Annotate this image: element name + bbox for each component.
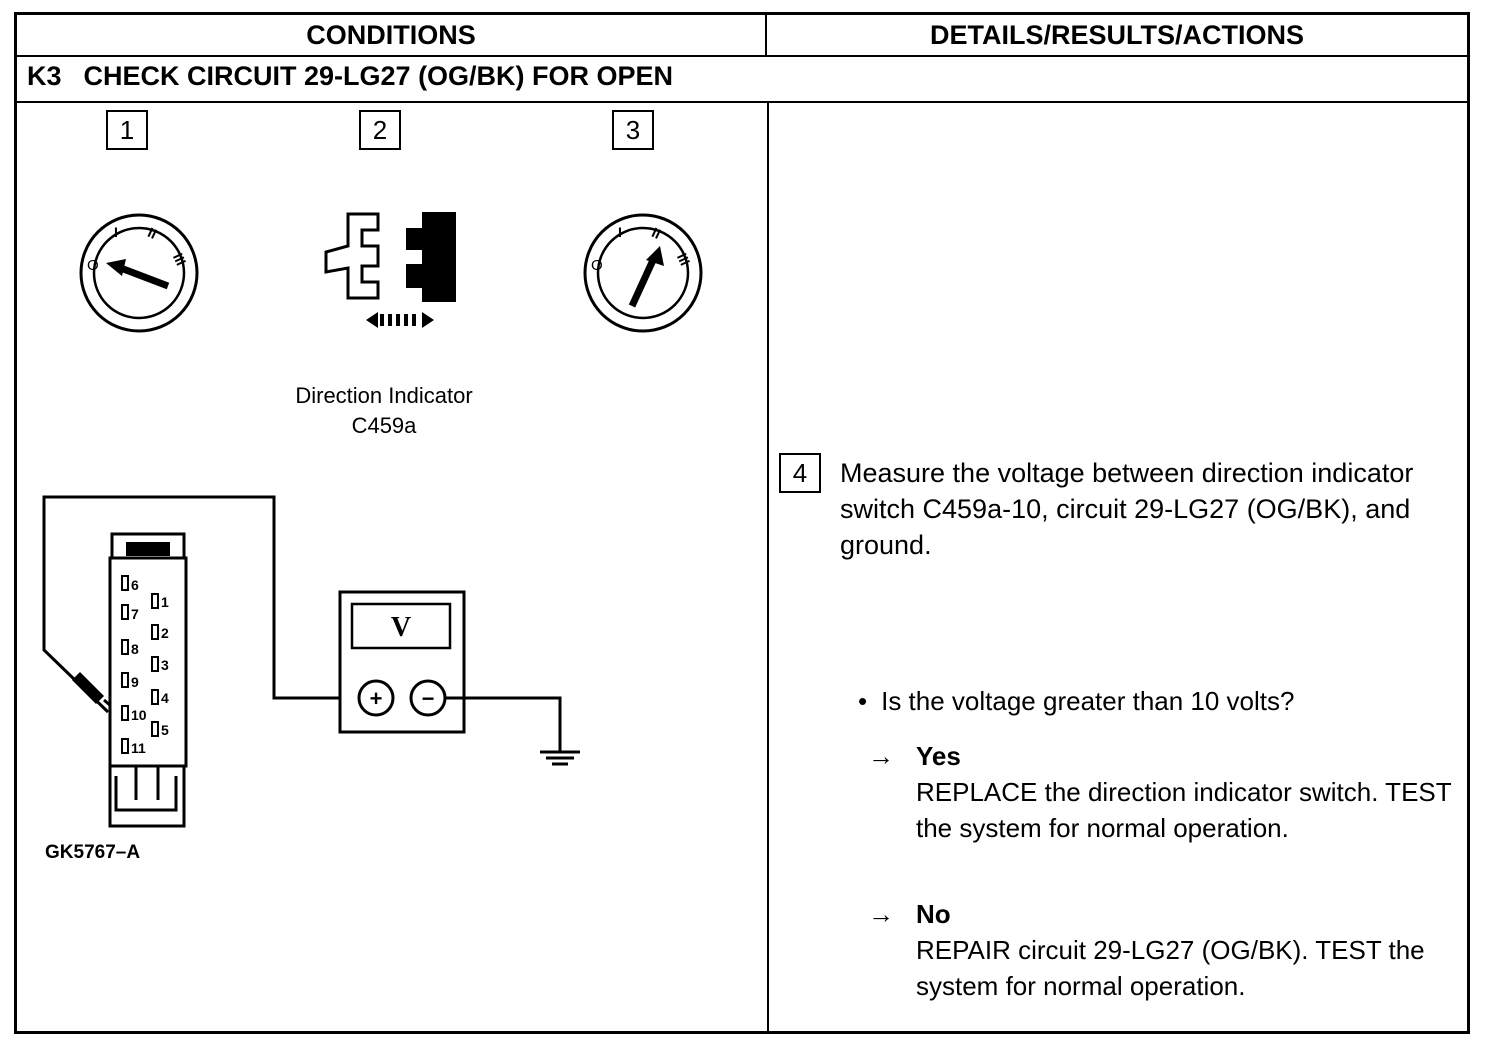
pin-label-3: 3	[161, 657, 169, 673]
ignition-switch-run-icon: O I II III	[583, 213, 703, 333]
procedure-table: CONDITIONS DETAILS/RESULTS/ACTIONS K3 CHE…	[14, 12, 1470, 1034]
step-box-3: 3	[612, 110, 654, 150]
caption-line-1: Direction Indicator	[295, 383, 473, 408]
question-text: Is the voltage greater than 10 volts?	[881, 686, 1295, 716]
connector-caption: Direction Indicator C459a	[264, 381, 504, 441]
meter-plus-sign: +	[370, 686, 383, 711]
step-box-2: 2	[359, 110, 401, 150]
pin-label-6: 6	[131, 577, 139, 593]
pin-label-7: 7	[131, 606, 139, 622]
question: • Is the voltage greater than 10 volts?	[858, 686, 1294, 717]
meter-positive-jack	[357, 679, 395, 717]
measurement-diagram: 6 7 8 9 10 11 1 2 3 4 5 V + −	[42, 495, 580, 828]
connector-c459a	[108, 556, 188, 768]
label-acc: I	[618, 224, 622, 240]
answer-no-label: No	[916, 899, 951, 929]
pin-label-8: 8	[131, 641, 139, 657]
arrow-right-icon: →	[868, 741, 894, 771]
arrow-right-icon: →	[868, 899, 894, 929]
label-off: O	[591, 257, 603, 274]
pin-label-9: 9	[131, 674, 139, 690]
details-header: DETAILS/RESULTS/ACTIONS	[929, 19, 1304, 50]
table-header: CONDITIONS DETAILS/RESULTS/ACTIONS	[17, 15, 1467, 57]
step-box-4: 4	[779, 453, 821, 493]
pin-label-11: 11	[131, 740, 146, 756]
ignition-switch-off-icon: O I II III	[79, 213, 199, 333]
step-box-1: 1	[106, 110, 148, 150]
meter-display	[350, 602, 452, 650]
answer-yes-text: REPLACE the direction indicator switch. …	[916, 777, 1452, 843]
pin-label-2: 2	[161, 625, 169, 641]
conditions-header: CONDITIONS	[17, 15, 767, 55]
label-acc: I	[114, 224, 118, 240]
step-code: K3	[27, 61, 62, 91]
pin-label-10: 10	[131, 707, 147, 723]
answer-yes-label: Yes	[916, 741, 961, 771]
label-off: O	[87, 257, 99, 274]
ground-icon	[540, 750, 580, 766]
step-title-row: K3 CHECK CIRCUIT 29-LG27 (OG/BK) FOR OPEN	[17, 57, 1467, 103]
step-title: K3 CHECK CIRCUIT 29-LG27 (OG/BK) FOR OPEN	[27, 61, 673, 92]
bullet-icon: •	[858, 686, 868, 716]
measure-instruction: Measure the voltage between direction in…	[840, 458, 1414, 560]
figure-id: GK5767–A	[45, 842, 141, 863]
meter-display-unit: V	[391, 612, 411, 643]
pin-label-5: 5	[161, 722, 169, 738]
connector-disconnect-icon	[324, 212, 456, 328]
pin-label-1: 1	[161, 594, 169, 610]
answer-no-text: REPAIR circuit 29-LG27 (OG/BK). TEST the…	[916, 935, 1425, 1001]
caption-line-2: C459a	[351, 413, 417, 438]
step-heading: CHECK CIRCUIT 29-LG27 (OG/BK) FOR OPEN	[83, 61, 674, 91]
pin-label-4: 4	[161, 690, 169, 706]
column-divider	[767, 103, 769, 1031]
meter-minus-sign: −	[422, 686, 435, 711]
